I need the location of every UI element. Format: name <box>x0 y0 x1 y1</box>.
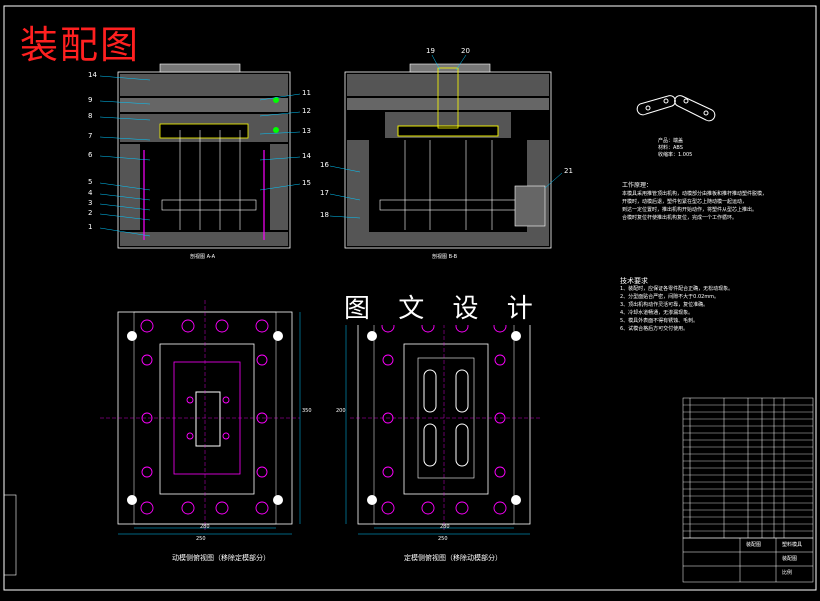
part-label: 7 <box>88 132 93 140</box>
part-label: 4 <box>88 189 93 197</box>
work-principle-heading: 工作原理： <box>622 182 653 189</box>
product-material: 材料：ABS <box>658 145 683 151</box>
title-block <box>682 537 814 583</box>
part-label: 18 <box>320 211 329 219</box>
product-name: 产品：端盖 <box>658 138 684 144</box>
title-block-sheet: 装配图 <box>782 556 798 562</box>
part-label: 13 <box>302 127 311 135</box>
title-block-drawing-name: 装配图 <box>746 542 762 548</box>
view-caption: 动模侧俯视图（移除定模部分） <box>172 554 270 562</box>
tech-req-line: 5、模具外表面不得有锈蚀、毛刺。 <box>620 318 699 324</box>
part-label: 2 <box>88 209 93 217</box>
product-sketch <box>636 95 716 122</box>
dimension-label: 250 <box>438 536 448 542</box>
product-shrinkage: 收缩率：1.005 <box>658 152 693 158</box>
dimension-label: 280 <box>200 524 210 530</box>
part-label: 8 <box>88 112 93 120</box>
part-label: 1 <box>88 223 93 231</box>
tech-req-line: 1、装配时，应保证各零件配合正确，无松动现象。 <box>620 286 734 292</box>
margin-block <box>3 494 17 576</box>
title-block-scale: 比例 <box>782 570 793 576</box>
part-label: 14 <box>302 152 311 160</box>
part-label: 16 <box>320 161 329 169</box>
part-label: 14 <box>88 71 97 79</box>
front-section-view <box>99 63 301 249</box>
work-principle-line: 开模时，动模后退，塑件包紧在型芯上随动模一起运动， <box>622 199 748 205</box>
tech-req-line: 3、顶出机构动作灵活可靠，复位准确。 <box>620 302 709 308</box>
drawing-title: 装配图 <box>20 23 141 67</box>
tech-req-line: 6、试模合格后方可交付使用。 <box>620 326 689 332</box>
part-label: 5 <box>88 178 93 186</box>
parts-list-rows <box>683 404 813 532</box>
part-label: 3 <box>88 199 93 207</box>
part-label: 6 <box>88 151 93 159</box>
work-principle-line: 到达一定位置时，推出机构开始动作，将塑件从型芯上推出。 <box>622 207 758 213</box>
part-label: 20 <box>461 47 470 55</box>
part-label: 11 <box>302 89 311 97</box>
tech-req-line: 2、分型面贴合严密，间隙不大于0.02mm。 <box>620 294 720 300</box>
dimension-label: 350 <box>302 408 312 414</box>
part-label: 17 <box>320 189 329 197</box>
dimension-label: 200 <box>336 408 346 414</box>
view-caption: 剖视图 B-B <box>432 254 458 260</box>
plan-view-fixed <box>345 300 540 535</box>
work-principle-line: 合模时复位杆使推出机构复位，完成一个工作循环。 <box>622 215 738 221</box>
part-label: 12 <box>302 107 311 115</box>
side-section-view <box>329 54 563 249</box>
dimension-label: 280 <box>440 524 450 530</box>
part-label: 9 <box>88 96 93 104</box>
work-principle-line: 本模具采用推管顶出机构，动模部分由推板和推杆推动塑件脱模， <box>622 191 768 197</box>
part-label: 21 <box>564 167 573 175</box>
tech-req-line: 4、冷却水道畅通，无渗漏现象。 <box>620 310 694 316</box>
part-label: 19 <box>426 47 435 55</box>
part-label: 15 <box>302 179 311 187</box>
title-block-company: 塑料模具 <box>782 542 803 548</box>
plan-view-moving <box>100 300 301 535</box>
tech-req-heading: 技术要求 <box>620 277 648 285</box>
dimension-label: 250 <box>196 536 206 542</box>
drawing-border <box>3 5 817 591</box>
view-caption: 定模侧俯视图（移除动模部分） <box>404 554 502 562</box>
view-caption: 剖视图 A-A <box>190 254 216 260</box>
watermark-text: 图 文 设 计 <box>340 288 547 325</box>
